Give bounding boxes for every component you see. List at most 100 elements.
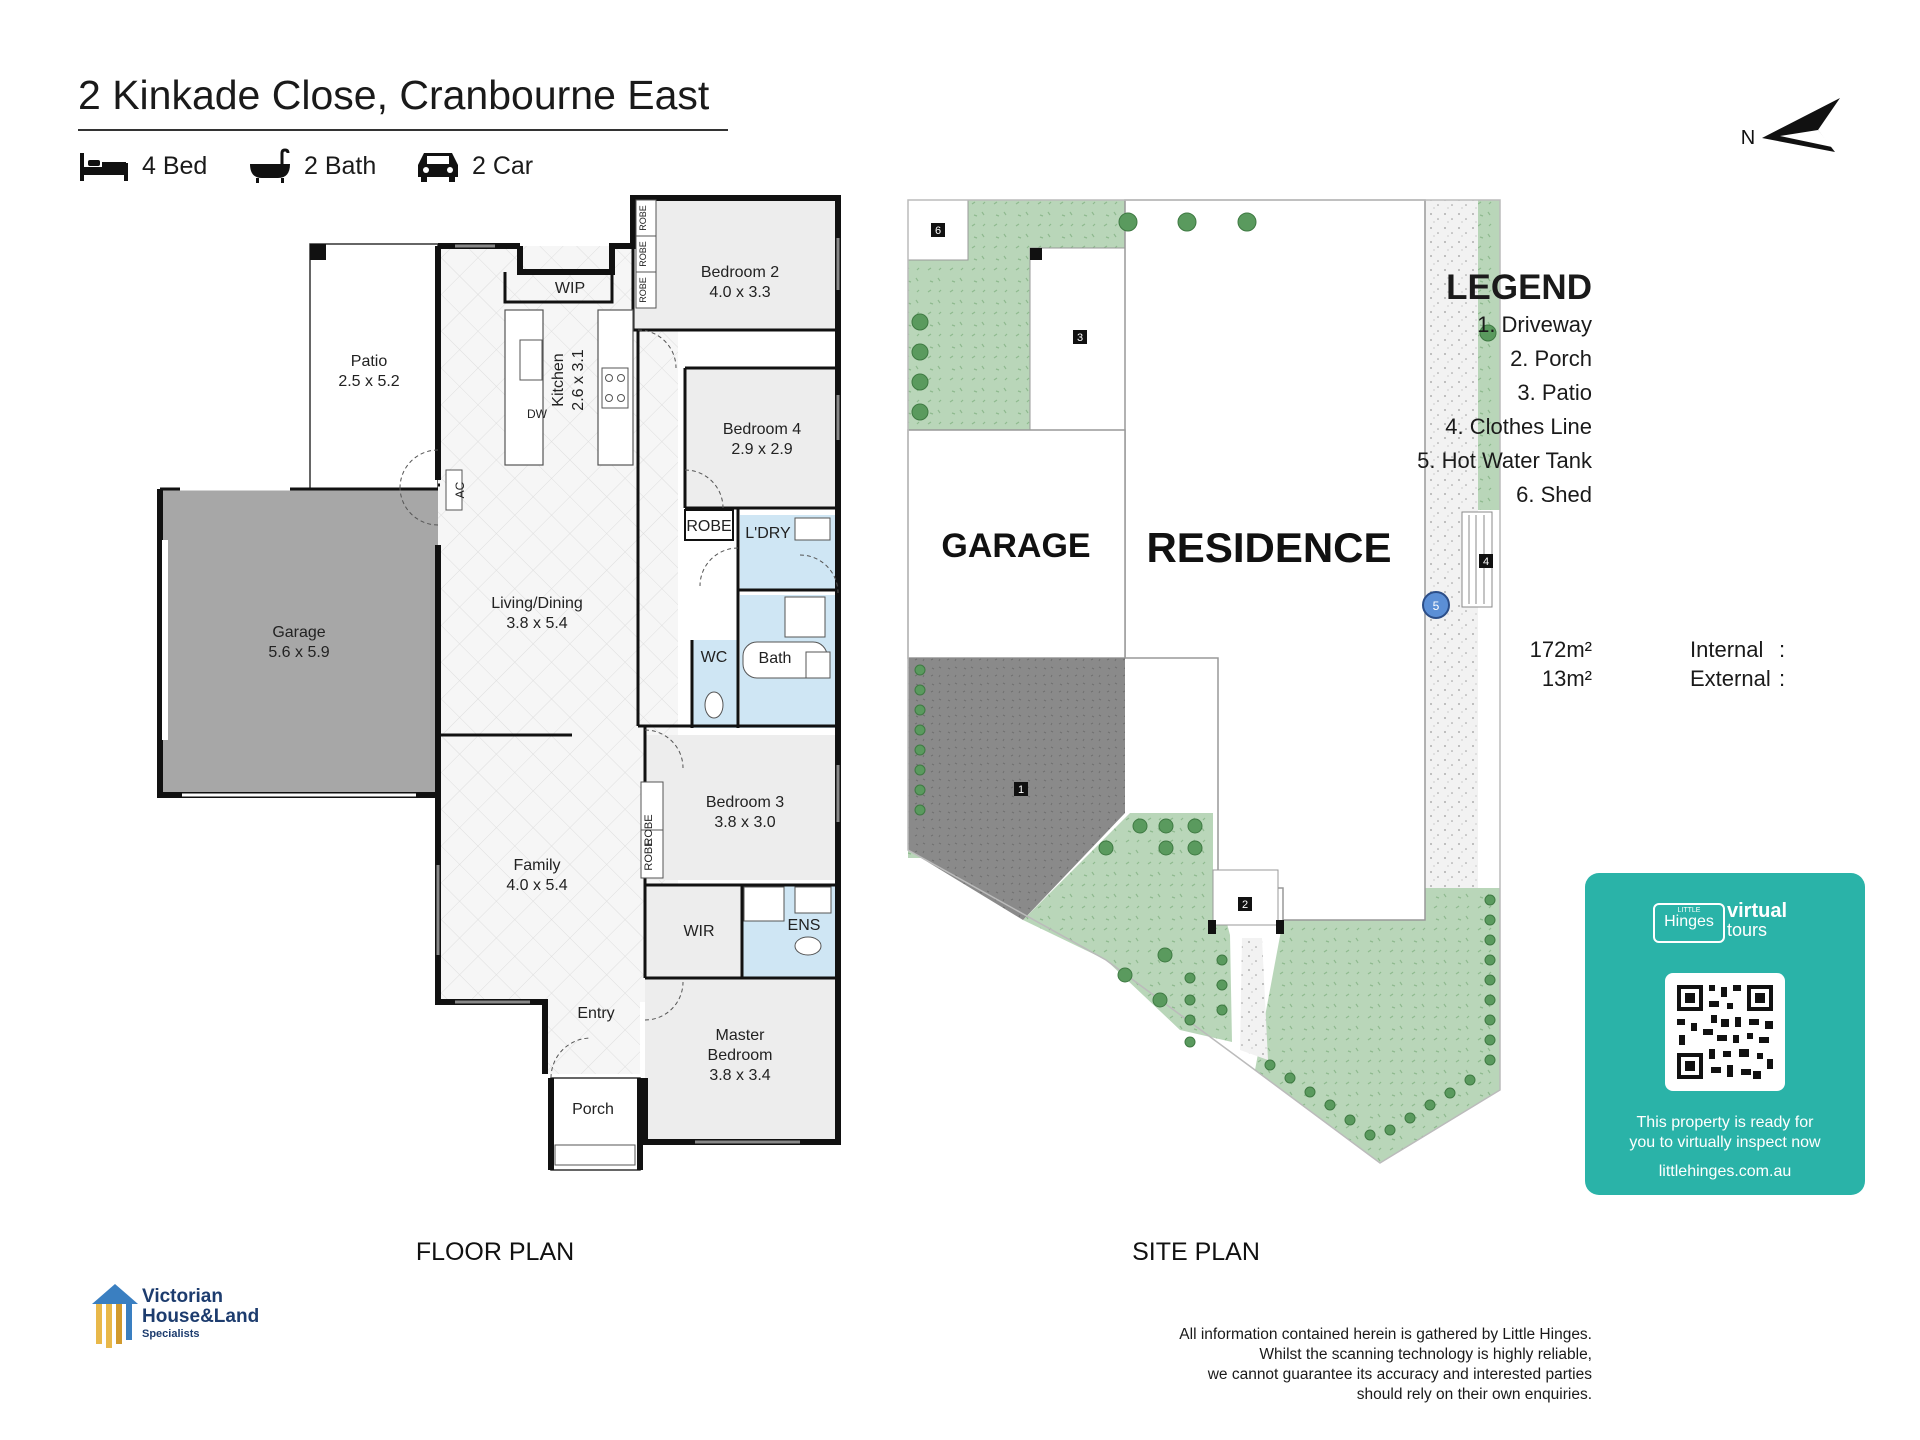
virtual-tours-card[interactable]: LITTLE Hinges virtual tours This propert… [1585,873,1865,1195]
little-hinges-logo: LITTLE Hinges [1653,903,1725,943]
patio-dims: 2.5 x 5.2 [338,373,399,390]
patio-label: Patio [351,353,388,370]
bath-spec: 2 Bath [248,148,376,184]
master-bedroom-area [645,978,835,1142]
kitchen-dims: 2.6 x 3.1 [570,349,587,410]
front-lawn-right [1255,888,1500,1163]
agency-line-2: House&Land [142,1306,260,1327]
robe-bedroom-3-label-b: ROBE [643,839,655,870]
internal-area-sep: : [1779,637,1786,662]
disclaimer-line-3: we cannot guarantee its accuracy and int… [1207,1366,1592,1383]
rear-lawn [908,200,1277,430]
living-label: Living/Dining [491,595,583,612]
site-markers: 1 2 3 4 5 6 [931,223,1493,911]
kitchen-label: Kitchen [550,353,567,406]
north-label: N [1741,127,1755,149]
disclaimer: All information contained herein is gath… [1032,1325,1592,1405]
residence-footprint [1124,199,1426,921]
ens-vanity-fixture [794,886,832,914]
ac-label: AC [453,481,467,498]
robe-bedroom-2-label-c: ROBE [638,277,648,303]
car-spec: 2 Car [416,148,533,184]
legend-item-clothes-line: 4. Clothes Line [1445,414,1592,439]
robe-bedroom-3 [640,781,664,879]
site-garage-label: GARAGE [941,527,1090,565]
garage-room-label: Garage [272,624,325,641]
ens-label: ENS [788,917,821,934]
robe-bedroom-4-label: ROBE [686,518,731,535]
floor-plan: Patio 2.5 x 5.2 Garage 5.6 x 5.9 WIP Kit… [157,195,841,1171]
external-area-label: External [1690,666,1771,691]
kitchen-island [504,309,544,466]
legend-item-hot-water-tank: 5. Hot Water Tank [1417,448,1592,473]
toilet-wc-icon [704,691,724,719]
bedroom-2-label: Bedroom 2 [701,264,779,281]
floor-plan-caption: FLOOR PLAN [416,1238,574,1266]
ac-unit [445,469,463,511]
brand-small: LITTLE [1677,907,1701,914]
disclaimer-line-4: should rely on their own enquiries. [1356,1386,1592,1403]
bedroom-2-area [633,198,835,330]
bedroom-4-area [685,368,835,508]
tours-word: tours [1727,920,1768,940]
wip-label: WIP [555,280,585,297]
agency-line-1: Victorian [142,1286,223,1307]
entry-label: Entry [577,1005,614,1022]
dishwasher-label: DW [527,407,548,421]
garage-room-dims: 5.6 x 5.9 [268,644,329,661]
bed-spec: 4 Bed [78,148,207,184]
marker-2: 2 [1242,899,1248,911]
legend-title: LEGEND [1446,268,1592,307]
car-icon [418,153,458,182]
agency-logo: Victorian House&Land Specialists [90,1282,260,1372]
kitchen-bench [597,309,634,466]
vt-url-link[interactable]: littlehinges.com.au [1658,1163,1792,1180]
hot-water-tank [1422,591,1450,619]
internal-area-value: 172m² [1529,637,1592,662]
external-area-sep: : [1779,666,1786,691]
cooktop-icon [601,367,629,409]
marker-5: 5 [1433,599,1440,613]
marker-3: 3 [1077,332,1083,344]
property-boundary [907,199,1501,1164]
bath-count: 2 Bath [304,151,377,180]
vt-line-2: you to virtually inspect now [1629,1134,1821,1151]
robe-bedroom-4 [684,509,734,541]
page-title: 2 Kinkade Close, Cranbourne East [78,72,710,118]
bedroom-3-area [645,735,835,880]
bed-icon [80,153,128,181]
legend-item-shed: 6. Shed [1516,482,1592,507]
agency-line-3: Specialists [142,1328,200,1340]
shower-fixture [784,596,826,638]
virtual-word: virtual [1727,900,1788,922]
qr-code-icon[interactable] [1665,973,1785,1091]
bedroom-3-dims: 3.8 x 3.0 [714,814,775,831]
master-dims: 3.8 x 3.4 [709,1067,770,1084]
ens-shower-fixture [743,886,785,922]
porch-label: Porch [572,1101,614,1118]
laundry-label: L'DRY [745,525,791,542]
north-arrow-icon [1762,98,1840,152]
disclaimer-line-2: Whilst the scanning technology is highly… [1259,1346,1592,1363]
legend-item-driveway: 1. Driveway [1477,312,1592,337]
disclaimer-line-1: All information contained herein is gath… [1179,1326,1592,1343]
family-dims: 4.0 x 5.4 [506,877,567,894]
bathtub-icon [250,148,290,183]
bath-vanity-fixture [805,651,831,679]
site-plan: GARAGE RESIDENCE 1 2 3 4 5 6 [907,199,1501,1164]
marker-6: 6 [935,225,941,237]
side-lawn [1478,200,1500,510]
legend-item-porch: 2. Porch [1510,346,1592,371]
master-label-1: Master [716,1027,766,1044]
house-logo-icon [92,1284,138,1348]
marker-4: 4 [1483,556,1489,568]
title-underline [78,129,728,131]
site-plan-caption: SITE PLAN [1132,1238,1260,1266]
brand-name: Hinges [1664,913,1714,930]
bedroom-2-dims: 4.0 x 3.3 [709,284,770,301]
site-residence-label: RESIDENCE [1146,524,1391,571]
robe-bedroom-3-label-a: ROBE [643,814,655,845]
car-count: 2 Car [472,151,534,180]
garage-area [160,489,438,795]
